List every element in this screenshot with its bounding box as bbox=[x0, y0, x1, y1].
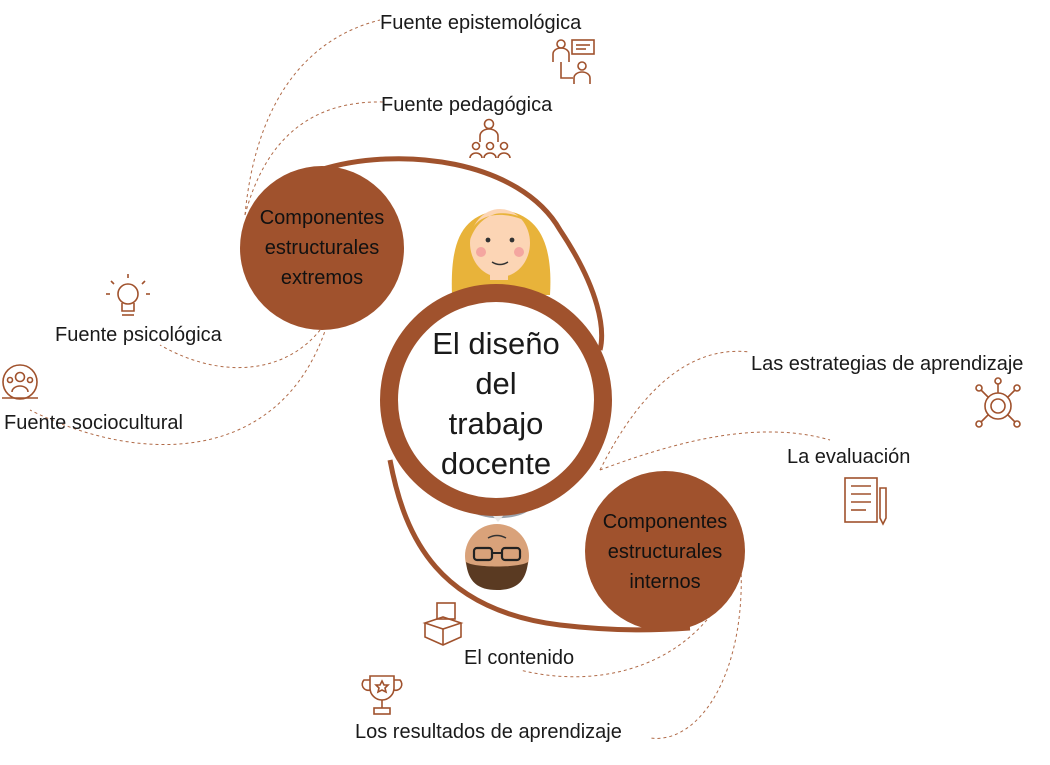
center-line: El diseño bbox=[432, 326, 560, 361]
components-internos-text: Componentes estructurales internos bbox=[575, 507, 755, 597]
label-fuente-epistemologica: Fuente epistemológica bbox=[380, 12, 582, 34]
components-internos-circle bbox=[585, 471, 745, 631]
label-fuente-sociocultural: Fuente sociocultural bbox=[4, 412, 183, 434]
center-line: del bbox=[475, 366, 517, 401]
component-line: Componentes bbox=[602, 511, 728, 533]
component-line: estructurales bbox=[607, 541, 723, 563]
center-ring bbox=[380, 284, 612, 516]
boxes-icon bbox=[422, 602, 464, 646]
checklist-icon bbox=[844, 477, 887, 526]
label-evaluacion: La evaluación bbox=[787, 446, 911, 468]
label-resultados: Los resultados de aprendizaje bbox=[355, 721, 622, 743]
community-icon bbox=[2, 364, 38, 400]
trophy-icon bbox=[361, 675, 403, 715]
component-line: estructurales bbox=[264, 237, 380, 259]
center-line: docente bbox=[440, 446, 552, 481]
conversation-icon bbox=[552, 39, 595, 84]
components-extremos-text: Componentes estructurales extremos bbox=[232, 203, 412, 293]
label-estrategias: Las estrategias de aprendizaje bbox=[751, 353, 1024, 375]
components-extremos-circle bbox=[240, 166, 404, 330]
lightbulb-icon bbox=[106, 274, 150, 316]
dashed-connectors bbox=[29, 19, 831, 739]
component-line: internos bbox=[629, 571, 701, 593]
label-fuente-psicologica: Fuente psicológica bbox=[55, 324, 222, 346]
network-hub-icon bbox=[975, 377, 1021, 428]
component-line: Componentes bbox=[259, 207, 385, 229]
center-title: El diseño del trabajo docente bbox=[396, 324, 596, 484]
teacher-group-icon bbox=[469, 118, 511, 159]
component-line: extremos bbox=[280, 267, 364, 289]
label-fuente-pedagogica: Fuente pedagógica bbox=[381, 94, 553, 116]
center-line: trabajo bbox=[448, 406, 544, 441]
label-contenido: El contenido bbox=[464, 647, 575, 669]
